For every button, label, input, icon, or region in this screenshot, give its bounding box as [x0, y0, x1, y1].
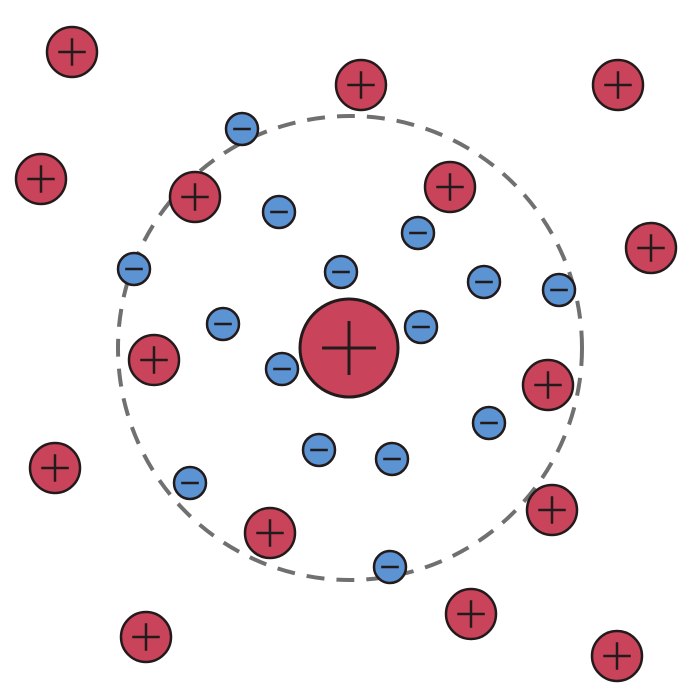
positive-ion: [119, 610, 173, 664]
positive-ion: [591, 58, 645, 112]
positive-ion: [521, 358, 575, 412]
particles: [14, 25, 678, 683]
positive-ion: [127, 333, 181, 387]
negative-ion: [172, 465, 208, 501]
negative-ion: [261, 194, 297, 230]
negative-ion: [224, 111, 260, 147]
positive-ion: [334, 58, 388, 112]
positive-ion: [525, 483, 579, 537]
screening-boundary: [116, 114, 584, 582]
negative-ion: [205, 306, 241, 342]
negative-ion: [116, 251, 152, 287]
negative-ion: [301, 432, 337, 468]
negative-ion: [541, 272, 577, 308]
positive-ion: [168, 170, 222, 224]
positive-ion: [45, 25, 99, 79]
negative-ion: [471, 405, 507, 441]
negative-ion: [264, 351, 300, 387]
negative-ion: [374, 441, 410, 477]
positive-ion: [28, 441, 82, 495]
positive-ion: [590, 629, 644, 683]
negative-ion: [400, 215, 436, 251]
positive-ion: [624, 221, 678, 275]
central-positive-charge: [298, 297, 400, 399]
negative-ion: [372, 549, 408, 585]
positive-ion: [423, 160, 477, 214]
positive-ion: [243, 506, 297, 560]
positive-ion: [444, 587, 498, 641]
negative-ion: [323, 254, 359, 290]
negative-ion: [466, 264, 502, 300]
positive-ion: [14, 152, 68, 206]
negative-ion: [403, 309, 439, 345]
